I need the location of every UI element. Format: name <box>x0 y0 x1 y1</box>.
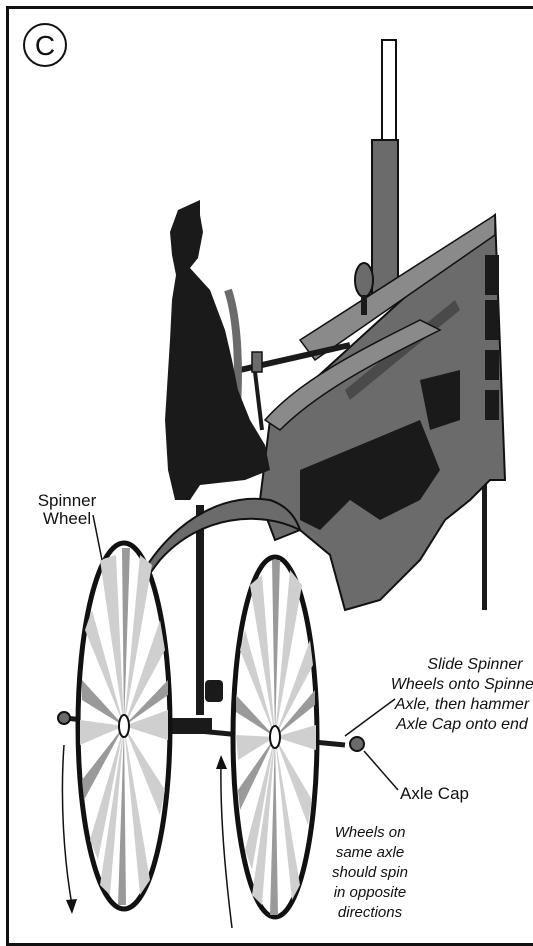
figure-letter: C <box>35 30 55 61</box>
spinner-wheel-leader <box>93 515 102 560</box>
slide-instruction-label: Slide Spinner Wheels onto Spinner Axle, … <box>391 656 533 733</box>
svg-text:Axle Cap onto end: Axle Cap onto end <box>395 716 529 733</box>
rotation-arrow-down <box>62 745 77 914</box>
spin-note-label: Wheels on same axle should spin in oppos… <box>332 824 408 921</box>
figure-letter-badge: C <box>24 24 66 66</box>
driver-silhouette <box>165 200 270 500</box>
svg-text:in opposite: in opposite <box>334 884 407 901</box>
slide-instruction-leader <box>345 699 395 736</box>
axle-cap-left <box>58 712 70 724</box>
axle-cap-label: Axle Cap <box>400 784 469 803</box>
svg-text:Axle, then hammer: Axle, then hammer <box>394 696 530 713</box>
center-support-post <box>196 505 204 715</box>
axle-cap-leader <box>364 751 398 790</box>
svg-text:Wheels onto Spinner: Wheels onto Spinner <box>391 676 533 693</box>
svg-text:Slide Spinner: Slide Spinner <box>427 656 523 673</box>
rotation-arrow-up <box>216 755 232 928</box>
svg-text:Spinner: Spinner <box>38 491 97 510</box>
svg-text:Wheel: Wheel <box>43 509 91 528</box>
axle-cap-right <box>350 737 364 751</box>
spinner-wheel-left <box>78 543 170 909</box>
spinner-wheel-label: Spinner Wheel <box>38 491 97 528</box>
rear-support-post <box>482 470 487 610</box>
svg-text:should spin: should spin <box>332 864 408 881</box>
post-collar <box>205 680 223 702</box>
svg-text:Wheels on: Wheels on <box>335 824 406 841</box>
svg-text:directions: directions <box>338 904 403 921</box>
exhaust-stack <box>372 40 398 300</box>
spinner-wheel-right <box>233 557 317 917</box>
svg-text:same axle: same axle <box>336 844 404 861</box>
